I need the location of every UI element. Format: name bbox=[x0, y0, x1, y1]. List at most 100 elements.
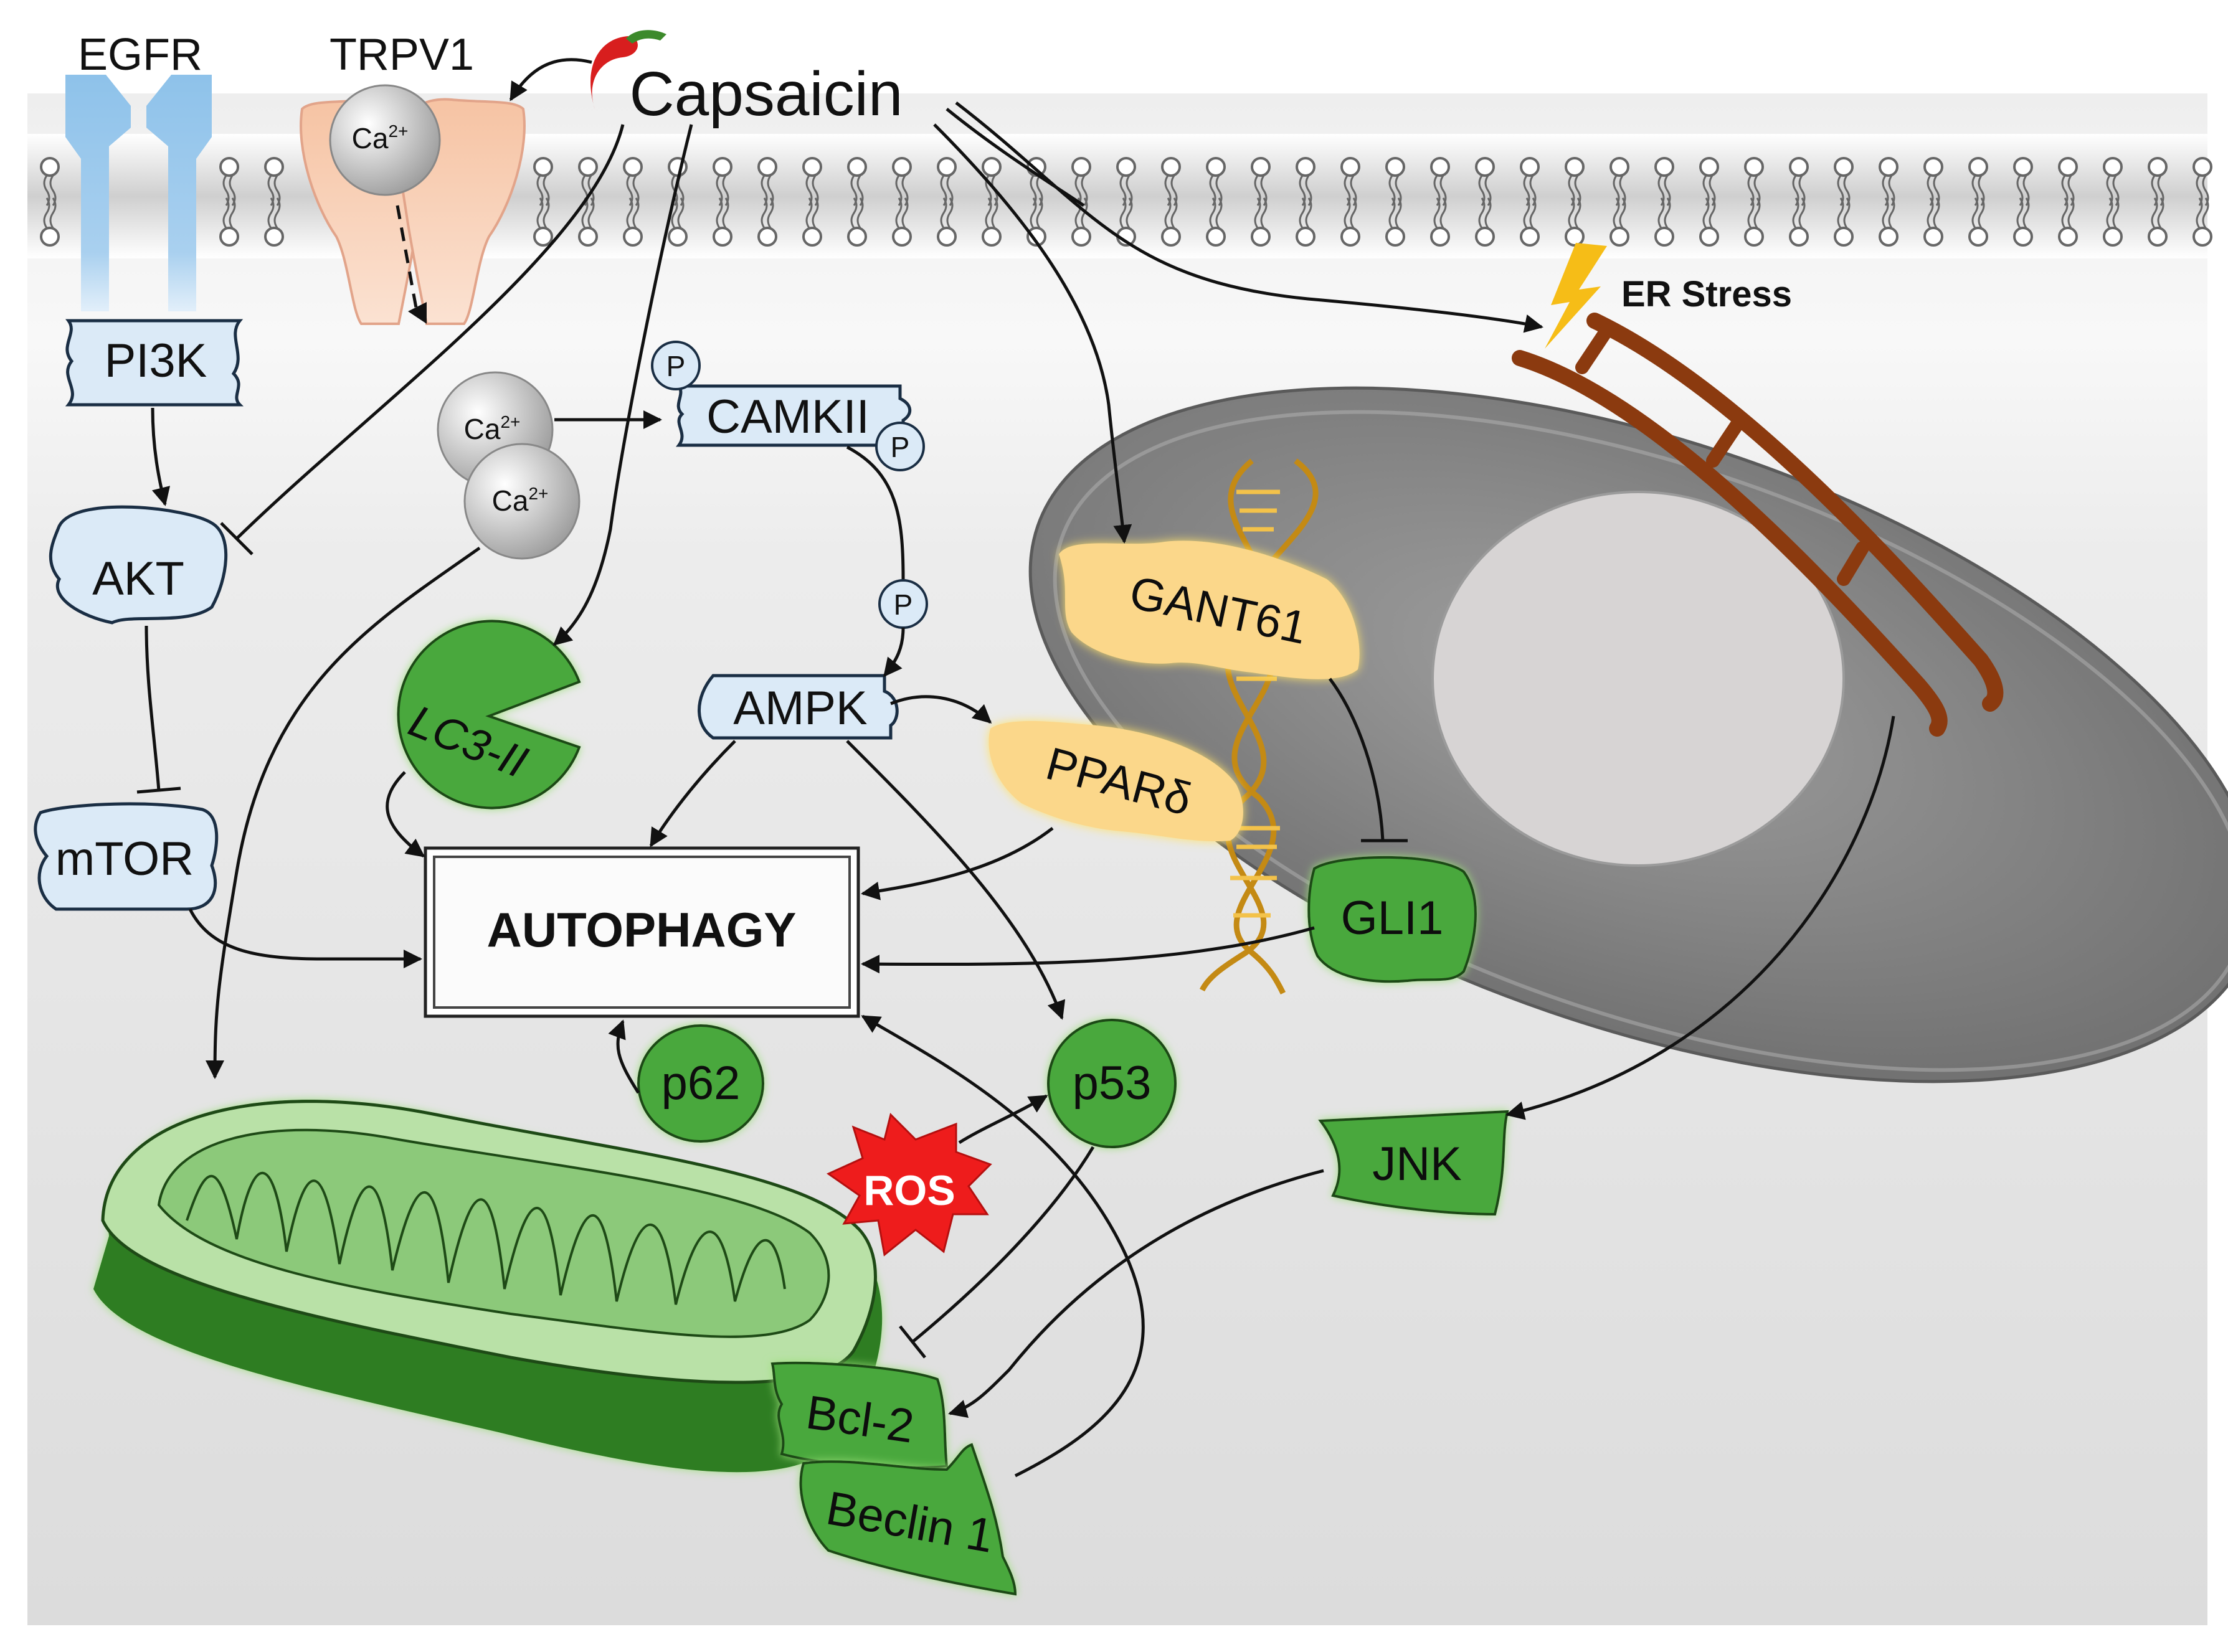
lipid-tail bbox=[1568, 197, 1581, 229]
lipid-head bbox=[1296, 157, 1315, 177]
lipid-head bbox=[1834, 227, 1854, 247]
lipid-head bbox=[1026, 227, 1046, 247]
chili-pepper-icon bbox=[590, 30, 666, 109]
lipid-tail bbox=[1927, 197, 1940, 229]
lipid-head bbox=[982, 157, 1002, 177]
gant61-compound: GANT61 bbox=[1059, 540, 1360, 679]
lipid-head bbox=[2058, 227, 2078, 247]
svg-text:P: P bbox=[891, 431, 910, 463]
lipid-tail bbox=[1119, 197, 1133, 229]
lipid-head bbox=[1340, 157, 1360, 177]
lipid-head bbox=[1923, 227, 1943, 247]
lipid-head bbox=[623, 157, 643, 177]
lipid-tail bbox=[985, 197, 998, 229]
lipid-head bbox=[1520, 227, 1540, 247]
lipid-head bbox=[1654, 157, 1674, 177]
lipid-tail bbox=[2196, 197, 2209, 229]
phospho-badge-2: P bbox=[875, 422, 925, 471]
ros-burst: ROS bbox=[826, 1113, 992, 1257]
lipid-head bbox=[1609, 157, 1629, 177]
lipid-tail bbox=[895, 197, 909, 229]
lipid-head bbox=[1699, 227, 1719, 247]
phospho-badge-1: P bbox=[651, 341, 701, 390]
svg-text:JNK: JNK bbox=[1372, 1138, 1462, 1191]
lipid-head bbox=[2103, 227, 2123, 247]
calcium-ion-channel: Ca2+ bbox=[329, 84, 441, 196]
lipid-head bbox=[1879, 157, 1899, 177]
lipid-head bbox=[713, 157, 732, 177]
lc3-ii-protein: LC3-II bbox=[397, 620, 581, 809]
lipid-tail bbox=[1747, 197, 1761, 229]
lipid-head bbox=[892, 227, 912, 247]
lipid-head bbox=[1968, 227, 1988, 247]
lipid-head bbox=[1968, 157, 1988, 177]
lipid-head bbox=[1744, 157, 1764, 177]
lipid-head bbox=[40, 157, 60, 177]
mitochondrion bbox=[93, 1100, 883, 1473]
svg-text:P: P bbox=[666, 350, 686, 382]
lipid-head bbox=[937, 227, 957, 247]
lipid-head bbox=[2148, 227, 2168, 247]
lipid-head bbox=[1789, 157, 1809, 177]
lipid-tail bbox=[626, 197, 640, 229]
capsaicin-label: Capsaicin bbox=[629, 59, 903, 129]
svg-text:Ca2+: Ca2+ bbox=[492, 484, 549, 517]
lipid-head bbox=[1834, 157, 1854, 177]
akt-protein: AKT bbox=[49, 505, 228, 625]
lipid-head bbox=[219, 227, 239, 247]
svg-text:AKT: AKT bbox=[92, 552, 184, 605]
lipid-head bbox=[1923, 157, 1943, 177]
lipid-tail bbox=[1030, 197, 1043, 229]
lipid-head bbox=[847, 227, 867, 247]
lipid-tail bbox=[222, 197, 236, 229]
lipid-head bbox=[1161, 227, 1181, 247]
svg-text:Ca2+: Ca2+ bbox=[464, 412, 521, 445]
lipid-head bbox=[1071, 157, 1091, 177]
lipid-head bbox=[1116, 157, 1136, 177]
lipid-tail bbox=[1299, 197, 1312, 229]
lipid-head bbox=[1385, 227, 1405, 247]
lipid-head bbox=[1789, 227, 1809, 247]
lipid-tail bbox=[1971, 197, 1985, 229]
lipid-head bbox=[1385, 157, 1405, 177]
lipid-head bbox=[1251, 157, 1271, 177]
pathway-connectors bbox=[136, 58, 1895, 1478]
lipid-tail bbox=[940, 197, 954, 229]
lipid-tail bbox=[1657, 197, 1671, 229]
lipid-head bbox=[533, 157, 553, 177]
svg-text:ROS: ROS bbox=[863, 1167, 955, 1214]
lipid-head bbox=[1744, 227, 1764, 247]
endoplasmic-reticulum bbox=[1512, 313, 2004, 737]
svg-text:PI3K: PI3K bbox=[105, 334, 207, 387]
lipid-head bbox=[578, 157, 598, 177]
svg-text:p62: p62 bbox=[661, 1057, 741, 1110]
lipid-tail bbox=[761, 197, 774, 229]
svg-text:AMPK: AMPK bbox=[733, 682, 867, 735]
p62-protein: p62 bbox=[637, 1024, 764, 1143]
er-stress-label: ER Stress bbox=[1621, 274, 1792, 314]
lipid-head bbox=[1654, 227, 1674, 247]
lipid-head bbox=[1161, 157, 1181, 177]
lipid-head bbox=[1430, 157, 1450, 177]
lipid-tail bbox=[2151, 197, 2164, 229]
lipid-tail bbox=[1792, 197, 1806, 229]
lipid-tail bbox=[267, 197, 281, 229]
lipid-head bbox=[1520, 157, 1540, 177]
camkii-protein: CAMKII bbox=[676, 384, 912, 447]
svg-text:AUTOPHAGY: AUTOPHAGY bbox=[487, 902, 797, 957]
svg-text:P: P bbox=[894, 588, 913, 621]
lipid-head bbox=[1296, 227, 1315, 247]
lipid-tail bbox=[43, 197, 57, 229]
lipid-tail bbox=[536, 197, 550, 229]
lipid-head bbox=[1565, 227, 1585, 247]
jnk-protein: JNK bbox=[1318, 1110, 1509, 1216]
svg-text:GLI1: GLI1 bbox=[1341, 892, 1444, 945]
bcl2-protein: Bcl-2 bbox=[770, 1361, 949, 1469]
lipid-head bbox=[264, 227, 284, 247]
calcium-ion-cytoplasm-2: Ca2+ bbox=[463, 443, 581, 560]
lightning-bolt-icon bbox=[1545, 243, 1607, 349]
lipid-head bbox=[937, 157, 957, 177]
egfr-receptor bbox=[65, 75, 212, 311]
lipid-head bbox=[1206, 227, 1226, 247]
